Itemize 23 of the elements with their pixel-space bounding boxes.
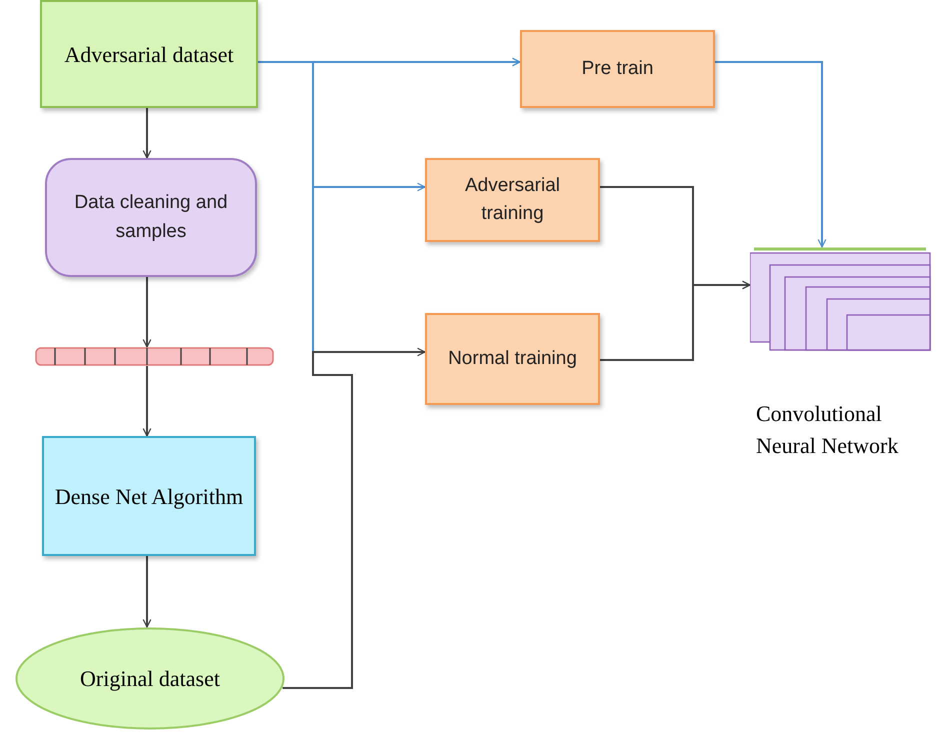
arrow [142,108,152,159]
process-box [425,158,600,242]
arrow [600,280,751,361]
terminal-ellipse [15,627,285,730]
box-label: Data cleaning and samples [73,191,229,244]
process-box [40,0,258,108]
arrow [715,61,826,248]
process-box [425,313,600,405]
arrow [282,348,426,689]
arrow [142,556,152,628]
arrow [142,366,152,437]
box-label: Adversarial training [464,174,562,226]
box-label: Pre train [582,56,654,81]
caption-text: Convolutional Neural Network [756,400,900,460]
box-label: Dense Net Algorithm [54,482,244,511]
box-label: Normal training [448,346,577,371]
box-label: Original dataset [80,665,220,693]
process-box [45,158,257,277]
arrow [142,277,152,348]
segmented-bar [35,347,274,366]
process-box [42,436,256,556]
box-label: Adversarial dataset [64,40,234,68]
process-box [520,30,715,108]
